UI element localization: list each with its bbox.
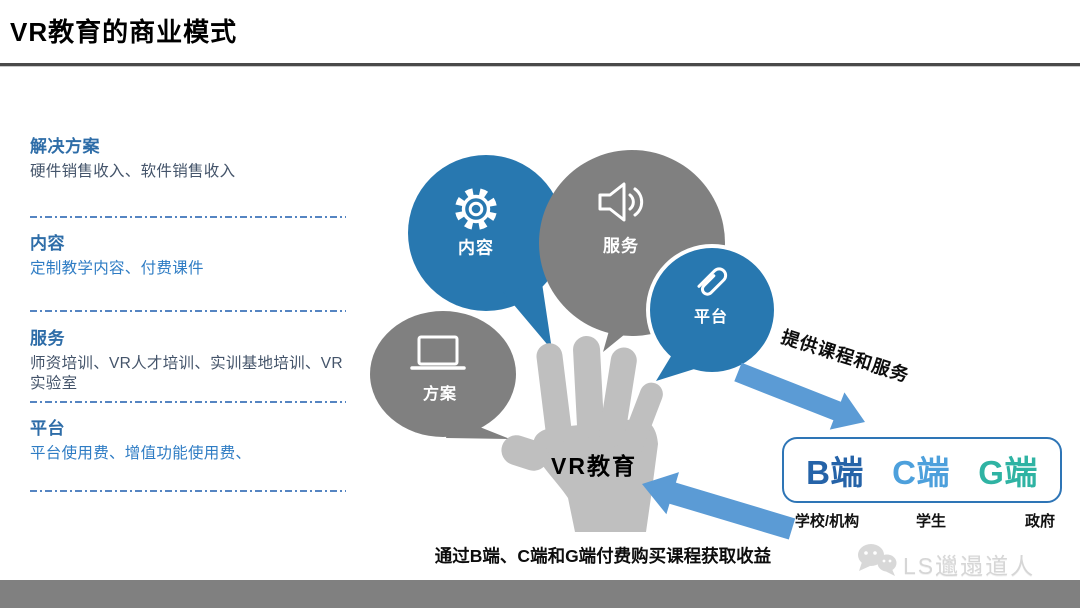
section-body: 硬件销售收入、软件销售收入 (30, 163, 236, 180)
hand-label: VR教育 (551, 453, 637, 479)
bubble-label-solution: 方案 (422, 386, 458, 403)
section-heading: 内容 (30, 234, 65, 253)
paperclip-icon (697, 267, 728, 296)
hand-shape (501, 336, 663, 532)
section-content: 内容 定制教学内容、付费课件 (30, 229, 352, 279)
gear-icon (455, 188, 497, 230)
laptop-icon (410, 335, 466, 370)
section-service: 服务 师资培训、VR人才培训、实训基地培训、VR实验室 (30, 324, 352, 394)
page-title: VR教育的商业模式 (10, 17, 238, 47)
arrow-provide (734, 362, 865, 430)
section-body: 师资培训、VR人才培训、实训基地培训、VR实验室 (30, 355, 343, 392)
bottom-bar (0, 580, 1080, 608)
bubble-solution (370, 311, 516, 439)
dash-dot-divider (30, 401, 346, 403)
segment-b: B端 (806, 454, 864, 491)
segment-c-sublabel: 学生 (915, 513, 947, 530)
section-solution: 解决方案 硬件销售收入、软件销售收入 (30, 132, 352, 182)
dash-dot-divider (30, 490, 346, 492)
segment-g-sublabel: 政府 (1024, 513, 1056, 530)
segment-b-sublabel: 学校/机构 (794, 513, 860, 530)
dash-dot-divider (30, 310, 346, 312)
segment-box: B端 C端 G端 (782, 437, 1062, 503)
section-heading: 服务 (30, 329, 65, 348)
dash-dot-divider (30, 216, 346, 218)
bubble-label-content: 内容 (458, 238, 494, 258)
section-body: 定制教学内容、付费课件 (30, 260, 204, 277)
title-rule (0, 63, 1080, 67)
section-heading: 解决方案 (30, 137, 100, 156)
arrow-pay (642, 472, 796, 540)
bubble-platform (646, 244, 778, 381)
segment-g: G端 (978, 454, 1038, 491)
section-body: 平台使用费、增值功能使用费、 (30, 445, 252, 462)
pay-annotation: 通过B端、C端和G端付费购买课程获取收益 (434, 546, 772, 566)
bubble-content (408, 155, 564, 350)
segment-c: C端 (892, 454, 950, 491)
watermark: LS邋遢道人 (903, 553, 1036, 579)
section-platform: 平台 平台使用费、增值功能使用费、 (30, 414, 352, 464)
speaker-icon (598, 182, 644, 222)
section-heading: 平台 (30, 419, 65, 438)
wechat-bubbles-icon (858, 544, 897, 576)
bubble-label-platform: 平台 (693, 309, 729, 326)
bubble-label-service: 服务 (603, 236, 639, 256)
